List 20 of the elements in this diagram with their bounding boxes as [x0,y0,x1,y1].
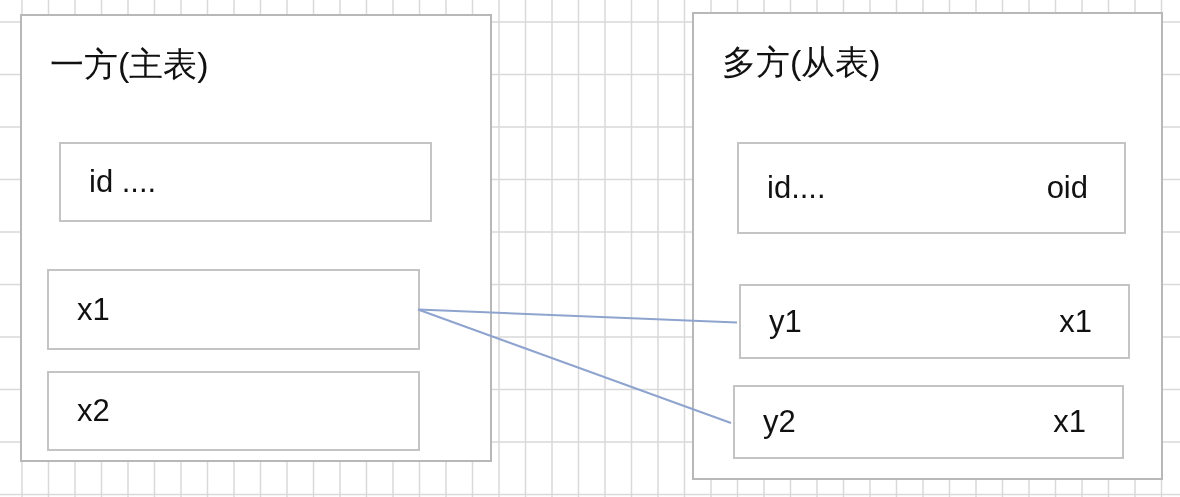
field-row-box [737,142,1126,234]
field-label: y1 [769,303,802,340]
field-label: id.... [767,170,826,206]
connector-line [417,308,732,424]
field-label: x2 [77,393,110,429]
field-label: x1 [1059,303,1092,340]
field-row-box [47,269,420,350]
table-container [20,14,492,462]
field-row-box [59,142,432,222]
field-row-box [733,385,1124,459]
field-label: y2 [763,404,796,440]
table-container [692,12,1163,480]
field-label: id .... [89,164,157,200]
field-row-box [739,284,1130,359]
table-title: 一方(主表) [50,44,209,85]
field-row-box [47,371,420,451]
field-label: x1 [77,291,110,328]
table-title: 多方(从表) [722,42,881,83]
field-label: x1 [1053,404,1086,440]
field-label: oid [1046,170,1088,206]
